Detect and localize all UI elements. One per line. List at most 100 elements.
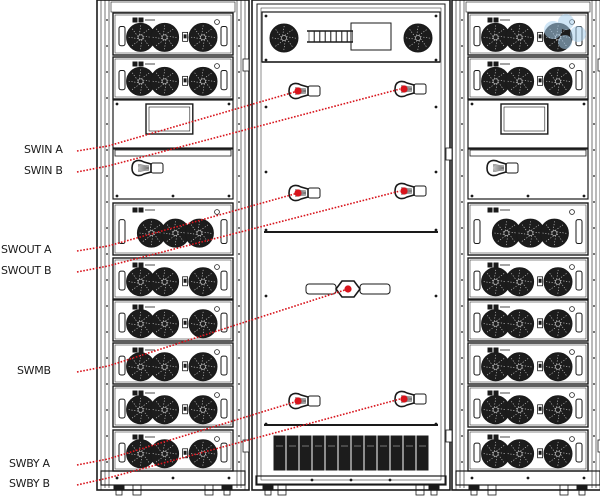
breaker-slot <box>325 30 331 43</box>
screw <box>115 476 119 480</box>
fan-hub <box>200 78 206 85</box>
module-knob <box>214 209 220 215</box>
leader-line-swby_b <box>76 398 401 486</box>
knob-rib <box>492 168 505 170</box>
power-switch-rocker <box>538 278 542 283</box>
left-handle <box>473 219 481 245</box>
screw <box>106 435 108 437</box>
screw <box>106 97 108 99</box>
right-handle <box>575 355 583 376</box>
watermark-blob <box>570 26 586 42</box>
module-knob <box>214 392 220 398</box>
screw <box>582 476 586 480</box>
fan-hub <box>415 35 421 41</box>
cabinet-base <box>100 470 246 486</box>
caster-bracket <box>415 484 425 496</box>
fan-body <box>543 352 573 382</box>
breaker <box>286 435 299 471</box>
module-frame <box>112 257 234 300</box>
power-module <box>112 56 234 100</box>
breaker <box>338 435 351 471</box>
breaker <box>299 435 312 471</box>
module-inner <box>469 387 587 426</box>
power-switch <box>537 361 543 372</box>
power-switch <box>537 318 543 329</box>
fan-hub <box>281 35 287 41</box>
fan-body <box>505 267 535 297</box>
fan-hub <box>161 278 168 285</box>
center-cabinet <box>251 0 453 496</box>
power-module <box>467 342 589 385</box>
fan-hub <box>137 406 144 413</box>
screw <box>264 228 268 232</box>
screw <box>461 331 463 333</box>
left-handle <box>118 312 126 333</box>
power-module <box>467 56 589 100</box>
leader-line-swout_a <box>76 192 299 252</box>
knob-rib <box>137 165 150 167</box>
power-switch-rocker <box>538 320 542 325</box>
screw <box>238 71 240 73</box>
label-swby-a: SWBY A <box>9 457 50 470</box>
module-frame <box>467 385 589 428</box>
knob-rib <box>137 169 150 171</box>
screw <box>526 476 530 480</box>
indicator <box>138 17 144 23</box>
foot <box>221 484 233 491</box>
left-handle <box>473 270 481 291</box>
screw <box>106 409 108 411</box>
indicator <box>132 61 138 67</box>
screw <box>106 383 108 385</box>
fan-icon <box>505 439 535 469</box>
power-module <box>467 257 589 300</box>
switch-lever <box>413 83 427 95</box>
indicator <box>493 347 499 353</box>
fan-hub <box>492 78 499 85</box>
breaker-slot <box>319 30 326 43</box>
leader-target-dot <box>400 187 408 195</box>
indicator <box>487 207 493 213</box>
screw <box>593 409 595 411</box>
module-frame <box>467 12 589 56</box>
screw <box>461 461 463 463</box>
swout-b-switch-icon <box>394 182 427 200</box>
swout-a-switch-icon <box>288 184 321 202</box>
fan-icon <box>543 395 573 425</box>
power-switch <box>182 361 189 372</box>
fan-hub <box>137 34 144 41</box>
right-handle <box>220 398 228 419</box>
watermark-blob <box>544 21 562 39</box>
screw <box>461 383 463 385</box>
screw <box>238 357 240 359</box>
indicator <box>132 390 138 396</box>
switch-lever <box>505 162 519 174</box>
fan-body <box>543 66 573 96</box>
fan-hub <box>516 406 523 413</box>
screw <box>106 227 108 229</box>
breaker-slot <box>308 30 315 43</box>
module-knob <box>214 436 220 442</box>
power-switch-rocker <box>538 363 542 368</box>
power-switch-rocker <box>183 406 187 411</box>
swby-a-switch-icon <box>288 392 321 410</box>
module-knob <box>569 63 575 69</box>
indicator <box>487 17 493 23</box>
switch-panel-frame <box>112 148 234 200</box>
fan-hub <box>516 363 523 370</box>
fan-body <box>269 23 299 53</box>
module-frame <box>467 56 589 100</box>
fan-icon <box>150 22 180 52</box>
screw <box>593 123 595 125</box>
screw <box>388 478 392 482</box>
screw <box>461 149 463 151</box>
fan-icon <box>150 309 180 339</box>
left-handle <box>118 355 126 376</box>
indicator <box>487 390 493 396</box>
indicator <box>132 304 138 310</box>
label-swout-b: SWOUT B <box>1 264 52 277</box>
screw <box>238 383 240 385</box>
fan-body <box>150 439 180 469</box>
indicator <box>487 61 493 67</box>
fan-icon <box>150 439 180 469</box>
knob-rib <box>492 165 505 167</box>
